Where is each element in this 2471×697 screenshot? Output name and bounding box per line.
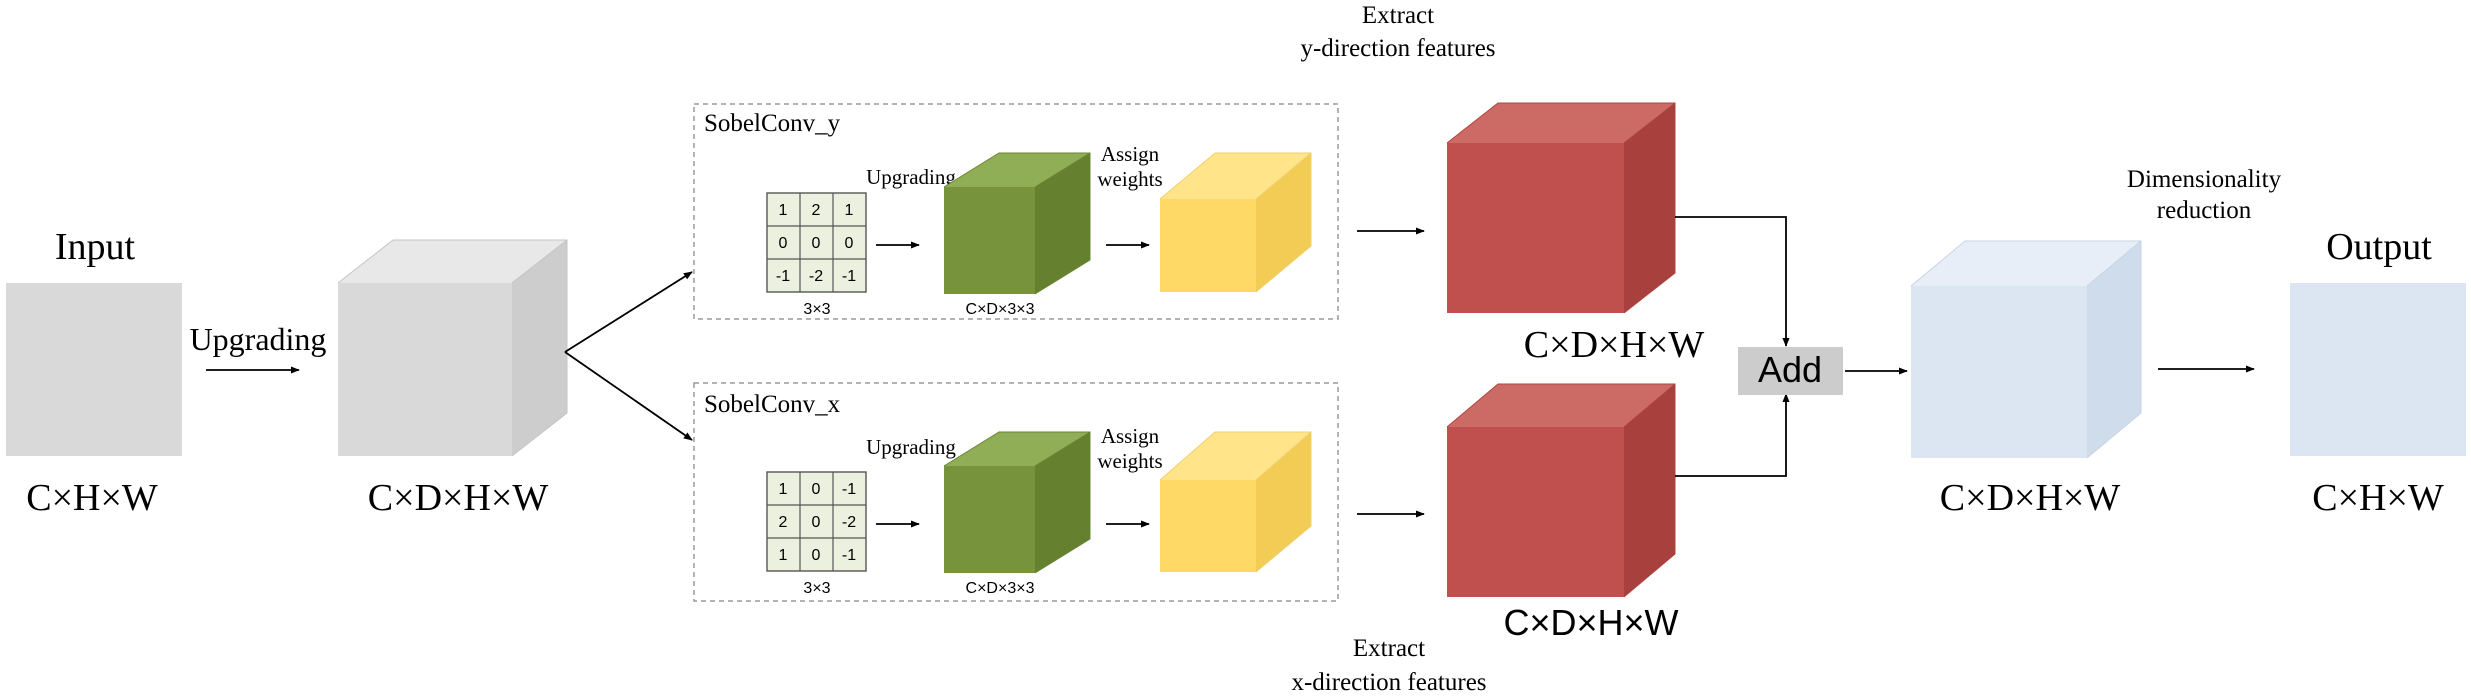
sobel-y-kernel-size: 3×3 <box>803 301 830 318</box>
sobelconv-x-box <box>693 382 1339 602</box>
extract-x-label-1: Extract <box>1353 635 1425 662</box>
input-tensor <box>6 283 182 456</box>
input-dims: C×H×W <box>26 477 158 519</box>
kernel-cell: 2 <box>779 514 788 531</box>
kernel-cell: 1 <box>779 481 788 498</box>
sobel-x-assign-weights-1: Assign <box>1101 424 1160 448</box>
kernel-cell: -2 <box>842 514 856 531</box>
added-tensor <box>1910 240 2142 459</box>
sobel-x-assign-weights-2: weights <box>1097 449 1162 473</box>
feature-y-to-add-connector <box>1675 216 1790 347</box>
kernel-cell: -1 <box>842 268 856 285</box>
sobel-y-assign-weights-2: weights <box>1097 167 1162 191</box>
feature-y-dims: C×D×H×W <box>1524 324 1705 366</box>
kernel-cell: 0 <box>812 235 821 252</box>
sobelconv-y-title: SobelConv_y <box>704 110 841 137</box>
sobel-x-upgrading-label: Upgrading <box>866 435 956 459</box>
sobel-x-kernel: 1 0 -1 2 0 -2 1 0 -1 <box>766 471 867 572</box>
feature-y-red-cube <box>1446 102 1676 314</box>
kernel-cell: -1 <box>776 268 790 285</box>
kernel-cell: 0 <box>779 235 788 252</box>
kernel-cell: 0 <box>812 481 821 498</box>
split-arrow-up <box>564 271 693 353</box>
sobel-y-green-cube <box>943 152 1091 295</box>
kernel-cell: 0 <box>812 514 821 531</box>
kernel-cell: -2 <box>809 268 823 285</box>
added-dims: C×D×H×W <box>1940 477 2121 519</box>
extract-x-label-2: x-direction features <box>1291 669 1486 696</box>
kernel-cell: -1 <box>842 481 856 498</box>
sobelconv-y-box <box>693 103 1339 320</box>
sobel-x-kernel-volume: C×D×3×3 <box>966 580 1035 597</box>
sobel-x-green-cube <box>943 431 1091 574</box>
feature-x-to-add-connector <box>1675 393 1790 477</box>
sobel-x-kernel-size: 3×3 <box>803 580 830 597</box>
feature-x-dims: C×D×H×W <box>1503 602 1678 643</box>
upgraded-tensor <box>337 239 568 457</box>
extract-y-label-2: y-direction features <box>1300 35 1495 62</box>
sobel-y-kernel: 1 2 1 0 0 0 -1 -2 -1 <box>766 192 867 293</box>
feature-x-red-cube <box>1446 383 1676 598</box>
dim-reduction-label-2: reduction <box>2157 197 2252 224</box>
kernel-cell: 0 <box>845 235 854 252</box>
input-label: Input <box>55 226 136 268</box>
output-label: Output <box>2326 226 2432 268</box>
extract-y-label-1: Extract <box>1362 2 1434 29</box>
sobel-x-yellow-cube <box>1159 431 1312 573</box>
add-label: Add <box>1758 349 1822 390</box>
kernel-cell: 1 <box>779 202 788 219</box>
split-arrow-down <box>564 351 693 441</box>
sobel-y-assign-weights-1: Assign <box>1101 142 1160 166</box>
kernel-cell: -1 <box>842 547 856 564</box>
kernel-cell: 1 <box>845 202 854 219</box>
sobel-y-yellow-cube <box>1159 152 1312 293</box>
output-dims: C×H×W <box>2312 477 2444 519</box>
dim-reduction-label-1: Dimensionality <box>2127 166 2282 193</box>
sobelconv-x-title: SobelConv_x <box>704 391 841 418</box>
kernel-cell: 2 <box>812 202 821 219</box>
sobel-y-upgrading-label: Upgrading <box>866 165 956 189</box>
kernel-cell: 0 <box>812 547 821 564</box>
kernel-cell: 1 <box>779 547 788 564</box>
output-tensor <box>2290 283 2466 456</box>
sobel-y-kernel-volume: C×D×3×3 <box>966 301 1035 318</box>
add-node <box>1738 347 1843 395</box>
upgraded-dims: C×D×H×W <box>368 477 549 519</box>
upgrading-label: Upgrading <box>190 321 327 357</box>
